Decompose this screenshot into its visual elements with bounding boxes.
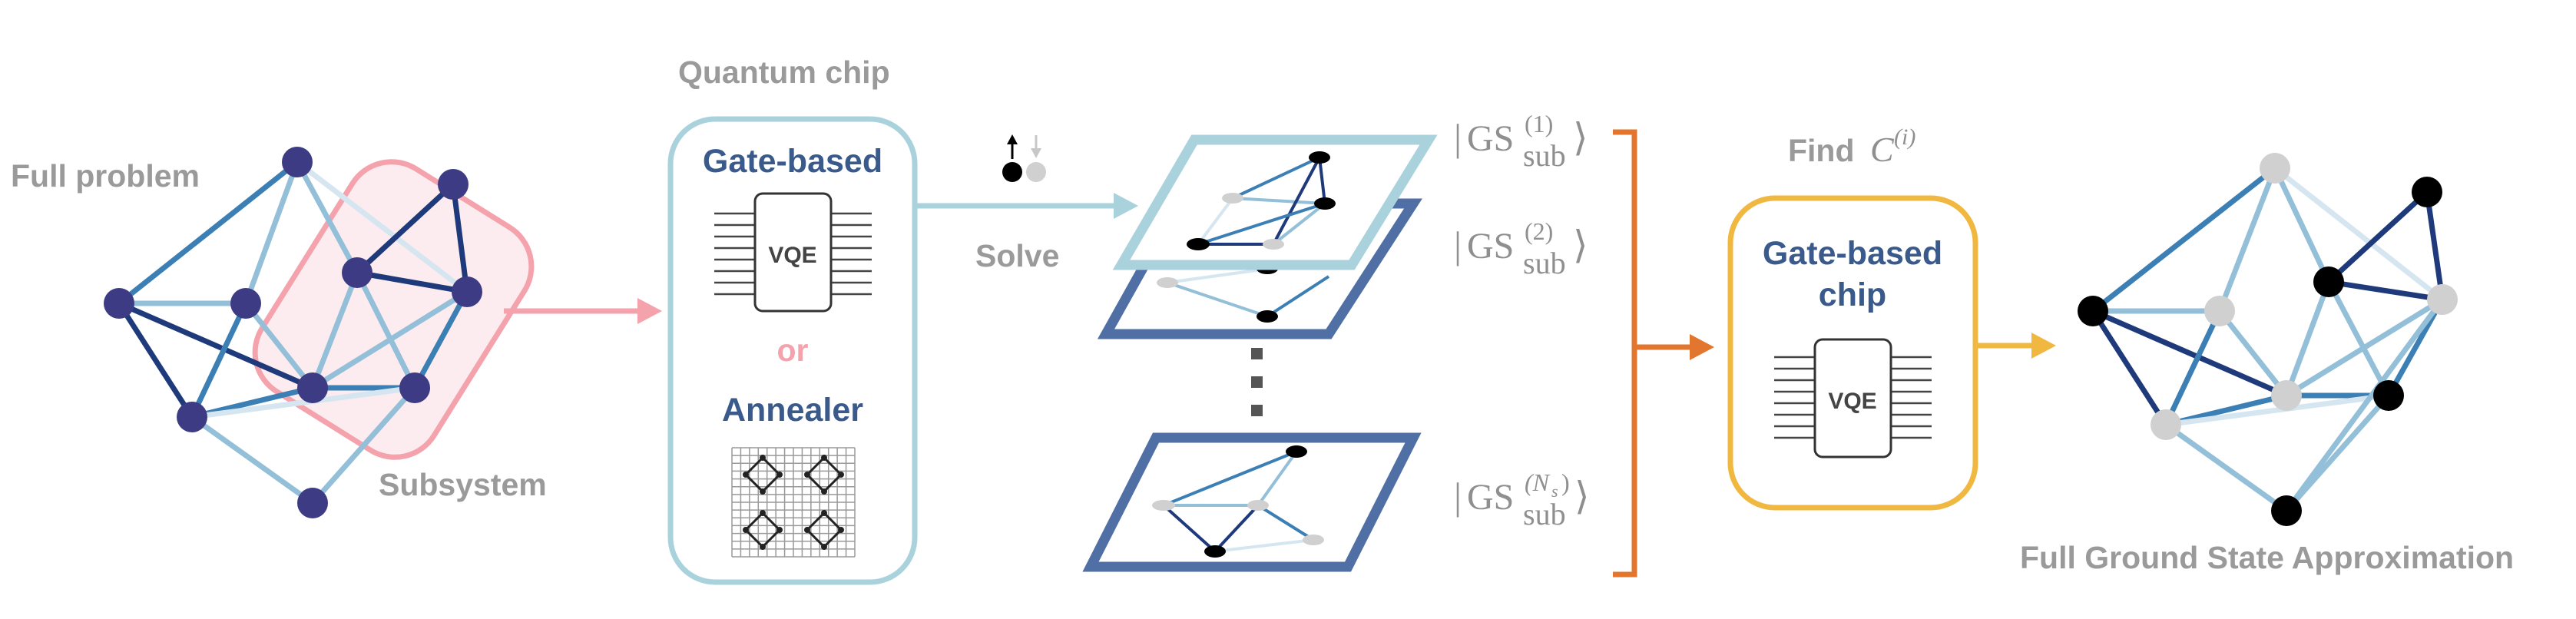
full-ground-state-label: Full Ground State Approximation	[2020, 540, 2514, 575]
full-ground-state-graph: Full Ground State Approximation	[2020, 153, 2514, 575]
chip-to-result-arrow	[1976, 333, 2056, 359]
full-problem-edges	[116, 159, 470, 506]
qubit-spin-icon	[1002, 134, 1046, 182]
quantum-chip-panel: Quantum chip Gate-based VQE or Annealer	[667, 55, 918, 585]
ground-state-edges	[2090, 165, 2445, 514]
vqe-chip-icon-2: VQE	[1774, 338, 1932, 458]
svg-text:sub: sub	[1523, 497, 1566, 531]
or-label: or	[777, 333, 809, 368]
gate-based-chip-label-1: Gate-based	[1763, 235, 1942, 272]
subsystem-to-chip-arrow	[504, 298, 662, 324]
vqe-label: VQE	[768, 243, 816, 268]
svg-text:⟩: ⟩	[1574, 475, 1590, 518]
ground-state-nodes	[2078, 153, 2458, 526]
gate-based-chip-label-2: chip	[1819, 276, 1886, 313]
full-problem-nodes	[104, 147, 482, 518]
solve-label: Solve	[975, 238, 1059, 273]
plane-1-graph	[1187, 151, 1336, 250]
find-c-superscript: (i)	[1894, 124, 1915, 150]
annealer-label: Annealer	[722, 392, 863, 429]
svg-text:GS: GS	[1467, 477, 1514, 518]
quantum-chip-label: Quantum chip	[678, 55, 890, 90]
svg-text:GS: GS	[1467, 118, 1514, 159]
svg-text:|: |	[1454, 116, 1462, 159]
plane-ellipsis	[1251, 348, 1263, 416]
find-label: Find	[1788, 133, 1855, 168]
annealer-grid-icon	[731, 447, 856, 558]
ground-state-kets: | GS (1) sub ⟩ | GS (2) sub ⟩ | GS (N s …	[1454, 110, 1590, 531]
plane-ns-graph	[1152, 445, 1324, 558]
svg-text:(1): (1)	[1525, 110, 1553, 137]
vqe-chip-icon: VQE	[714, 192, 872, 313]
vqe-label-2: VQE	[1828, 389, 1876, 414]
gate-based-label: Gate-based	[703, 143, 882, 180]
plane-2-graph	[1157, 263, 1330, 323]
find-c-symbol: C	[1870, 130, 1895, 169]
plane-1	[1112, 134, 1438, 270]
solution-planes	[1082, 134, 1438, 572]
svg-text:⟩: ⟩	[1573, 223, 1588, 266]
full-problem-label: Full problem	[11, 158, 200, 194]
svg-text:⟩: ⟩	[1573, 116, 1588, 159]
ket-gs-ns: | GS (N s ) sub ⟩	[1454, 468, 1590, 531]
subsystem-label: Subsystem	[379, 467, 547, 502]
ket-gs-1: | GS (1) sub ⟩	[1454, 110, 1588, 173]
svg-text:GS: GS	[1467, 226, 1514, 266]
svg-text:sub: sub	[1523, 138, 1566, 173]
ket-gs-2: | GS (2) sub ⟩	[1454, 217, 1588, 280]
svg-text:sub: sub	[1523, 246, 1566, 280]
svg-text:s: s	[1551, 482, 1558, 501]
collect-bracket	[1613, 129, 1714, 578]
svg-text:): )	[1561, 468, 1570, 496]
svg-text:|: |	[1454, 475, 1462, 518]
svg-text:(N: (N	[1525, 468, 1551, 496]
full-problem-graph: Full problem	[11, 147, 547, 518]
svg-text:(2): (2)	[1525, 217, 1553, 245]
solve-arrow	[916, 193, 1138, 219]
find-coefficients-panel: Find C (i) Gate-based chip VQE	[1727, 124, 1978, 511]
svg-text:|: |	[1454, 223, 1462, 266]
